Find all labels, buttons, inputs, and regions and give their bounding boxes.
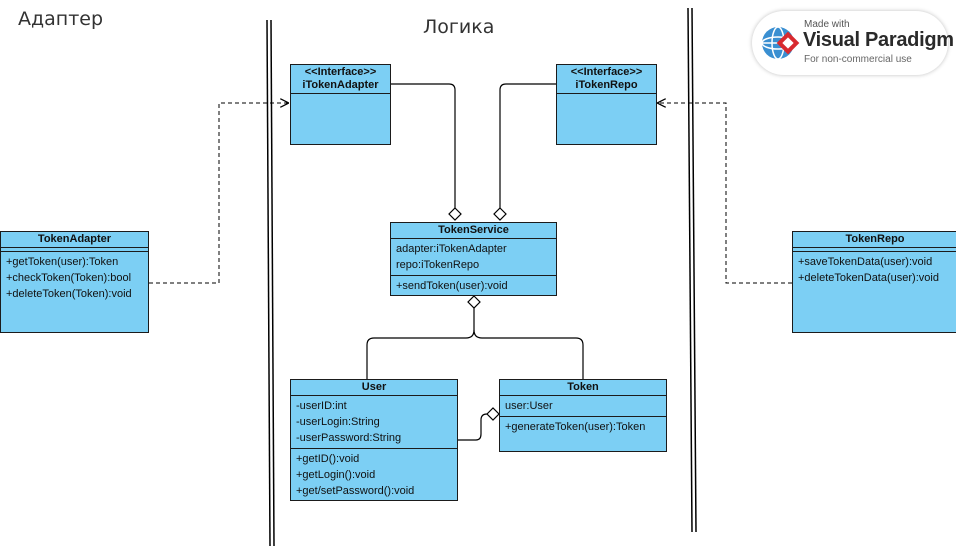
attributes-section: user:User [500,396,666,417]
methods-section: +generateToken(user):Token [500,417,666,437]
attribute: -userPassword:String [296,432,402,444]
aggregation-tokenservice-token [473,329,584,380]
attributes-section [1,248,148,252]
method: +get/setPassword():void [296,485,415,497]
attribute: user:User [505,400,553,412]
method: +checkToken(Token):bool [6,272,132,284]
class-tokenservice[interactable]: TokenService adapter:iTokenAdapter repo:… [390,222,557,296]
method: +deleteTokenData(user):void [798,272,939,284]
method: +getToken(user):Token [6,256,119,268]
attribute: -userID:int [296,400,347,412]
method: +sendToken(user):void [396,280,508,292]
zone-label-adapter: Адаптер [18,8,104,30]
class-name: TokenRepo [793,232,956,248]
zone-label-logic: Логика [423,16,495,38]
stereotype-label: <<Interface>> [570,66,643,78]
aggregation-tokenservice-user [366,308,475,380]
realization-tokenadapter-to-itokenadapter [149,103,288,284]
attributes-section: -userID:int -userLogin:String -userPassw… [291,396,457,449]
class-header: <<Interface>> iTokenAdapter [291,65,390,94]
attributes-section [793,248,956,252]
stereotype-label: <<Interface>> [304,66,377,78]
methods-section: +getToken(user):Token +checkToken(Token)… [1,252,148,304]
class-name: Token [500,380,666,396]
method: +generateToken(user):Token [505,421,646,433]
aggregation-user-token [458,413,488,441]
aggregation-itokenadapter-tokenservice [391,83,456,208]
badge-brand: Visual Paradigm [803,29,954,51]
badge-sub: For non-commercial use [804,54,912,65]
class-tokenadapter[interactable]: TokenAdapter +getToken(user):Token +chec… [0,231,149,333]
methods-section: +getID():void +getLogin():void +get/setP… [291,449,457,501]
class-header: <<Interface>> iTokenRepo [557,65,656,94]
boundary-left [266,19,275,547]
class-name: TokenService [391,223,556,239]
class-itokenadapter[interactable]: <<Interface>> iTokenAdapter [290,64,391,145]
class-token[interactable]: Token user:User +generateToken(user):Tok… [499,379,667,452]
attribute: adapter:iTokenAdapter [396,243,507,255]
aggregation-diamond-tokenservice [467,295,481,309]
class-name: User [291,380,457,396]
methods-section: +saveTokenData(user):void +deleteTokenDa… [793,252,956,288]
class-name: iTokenRepo [575,79,638,91]
attribute: repo:iTokenRepo [396,259,480,271]
method: +deleteToken(Token):void [6,288,132,300]
methods-section: +sendToken(user):void [391,276,556,296]
attributes-section: adapter:iTokenAdapter repo:iTokenRepo [391,239,556,276]
visual-paradigm-badge: Made with Visual Paradigm For non-commer… [752,11,954,75]
class-name: iTokenAdapter [302,79,379,91]
method: +saveTokenData(user):void [798,256,933,268]
aggregation-itokenrepo-tokenservice [499,83,556,208]
class-tokenrepo[interactable]: TokenRepo +saveTokenData(user):void +del… [792,231,956,333]
badge-made-with: Made with [804,19,850,30]
visual-paradigm-logo-icon [761,26,800,60]
method: +getLogin():void [296,469,376,481]
aggregation-diamond-repo [493,207,507,221]
class-user[interactable]: User -userID:int -userLogin:String -user… [290,379,458,501]
boundary-right [687,7,697,533]
class-name: TokenAdapter [1,232,148,248]
aggregation-diamond-token [486,407,500,421]
class-itokenrepo[interactable]: <<Interface>> iTokenRepo [556,64,657,145]
aggregation-diamond-adapter [448,207,462,221]
attribute: -userLogin:String [296,416,380,428]
method: +getID():void [296,453,360,465]
realization-tokenrepo-to-itokenrepo [658,103,792,284]
